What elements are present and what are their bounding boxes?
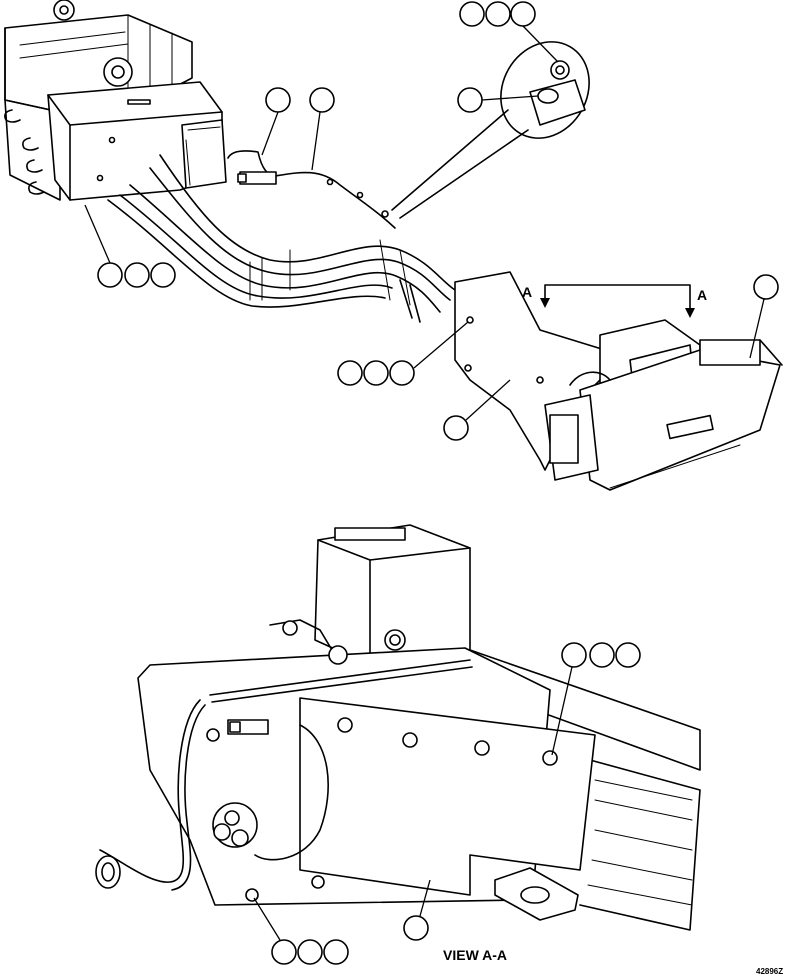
section-letter-right: A [697,287,707,303]
lower-callouts [253,642,641,965]
detail-magnifier [391,41,590,219]
section-view-assembly [95,524,701,931]
battery-box [544,319,783,491]
section-arrows: A A [522,284,707,318]
view-caption: VIEW A-A [443,947,507,963]
drawing-number: 42896Z [756,967,783,976]
control-box [4,0,227,201]
section-letter-left: A [522,284,532,300]
wire-harness [107,150,456,323]
upper-callouts [84,1,779,441]
